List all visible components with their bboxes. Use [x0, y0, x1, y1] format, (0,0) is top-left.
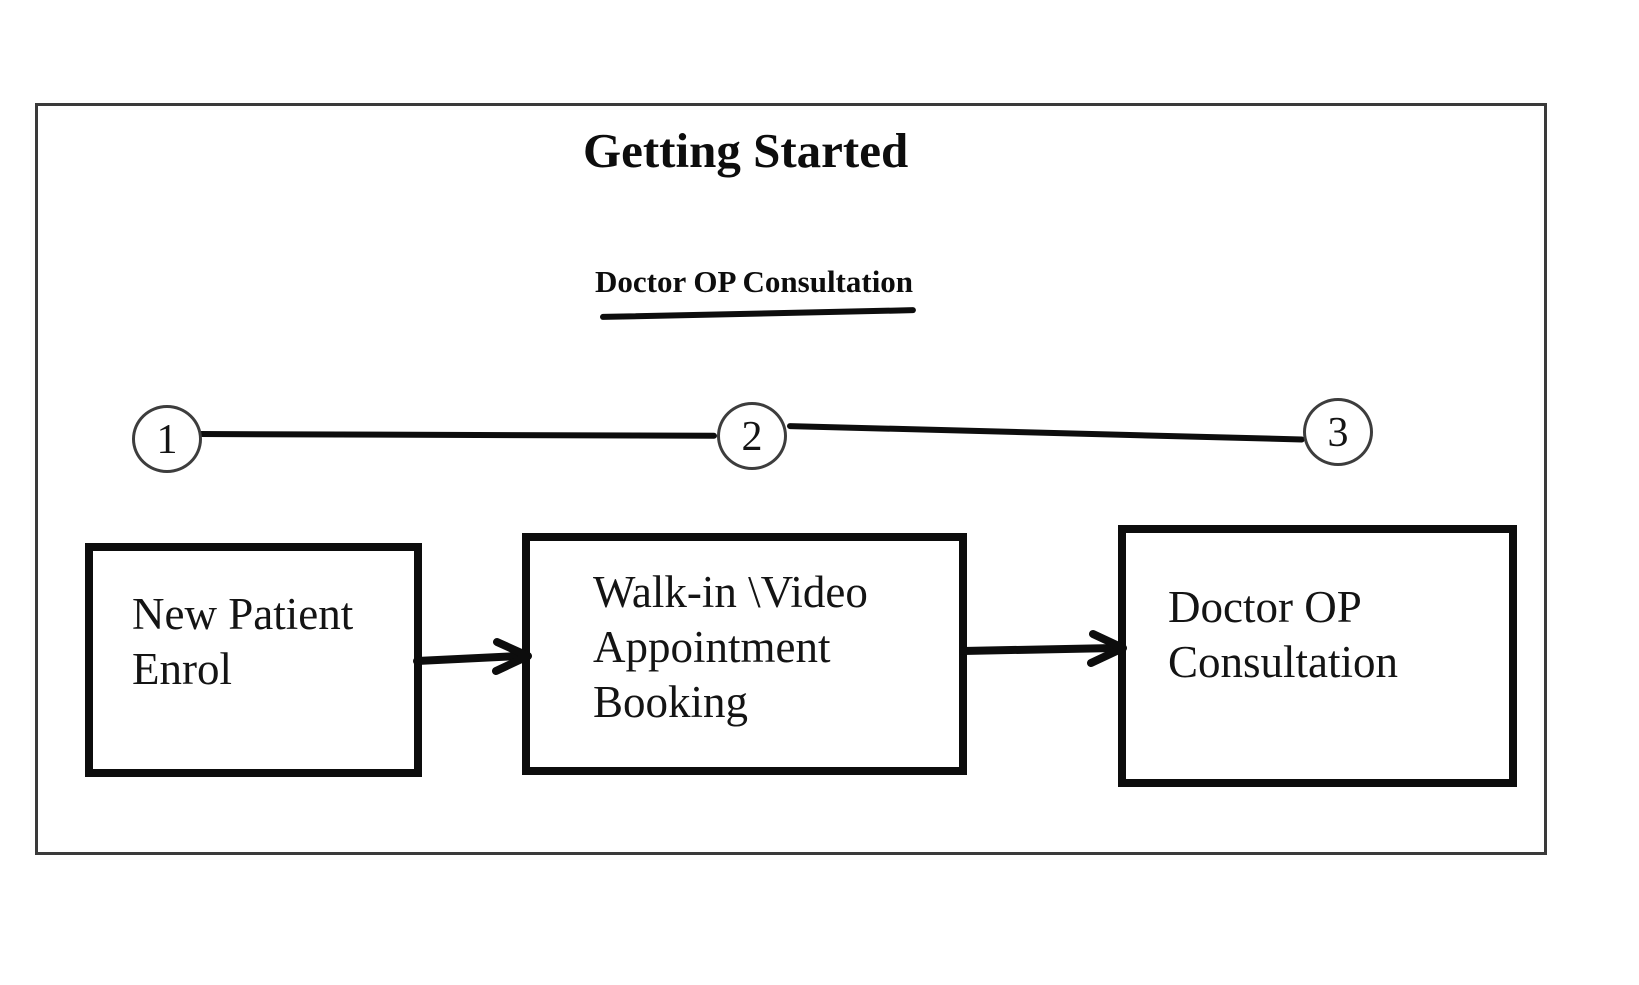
flow-box-label: Walk-in \Video Appointment Booking: [593, 567, 868, 727]
flow-box-new-patient-enrol: New Patient Enrol: [85, 543, 422, 777]
section-subtitle: Doctor OP Consultation: [595, 264, 914, 299]
step-number-3: 3: [1327, 410, 1349, 456]
page-title: Getting Started: [583, 123, 909, 178]
flow-box-appointment-booking: Walk-in \Video Appointment Booking: [522, 533, 967, 775]
flow-box-label: Doctor OP Consultation: [1168, 582, 1399, 687]
flow-arrow-2-icon: [959, 630, 1127, 667]
step-number-1: 1: [156, 417, 178, 463]
flow-arrow-1-icon: [413, 638, 532, 675]
step-circle-1: 1: [132, 405, 202, 473]
step-circle-3: 3: [1303, 398, 1373, 466]
step-circle-2: 2: [717, 402, 787, 470]
flow-box-doctor-op-consultation: Doctor OP Consultation: [1118, 525, 1517, 787]
flow-box-label: New Patient Enrol: [132, 589, 354, 694]
step-number-2: 2: [741, 414, 763, 460]
